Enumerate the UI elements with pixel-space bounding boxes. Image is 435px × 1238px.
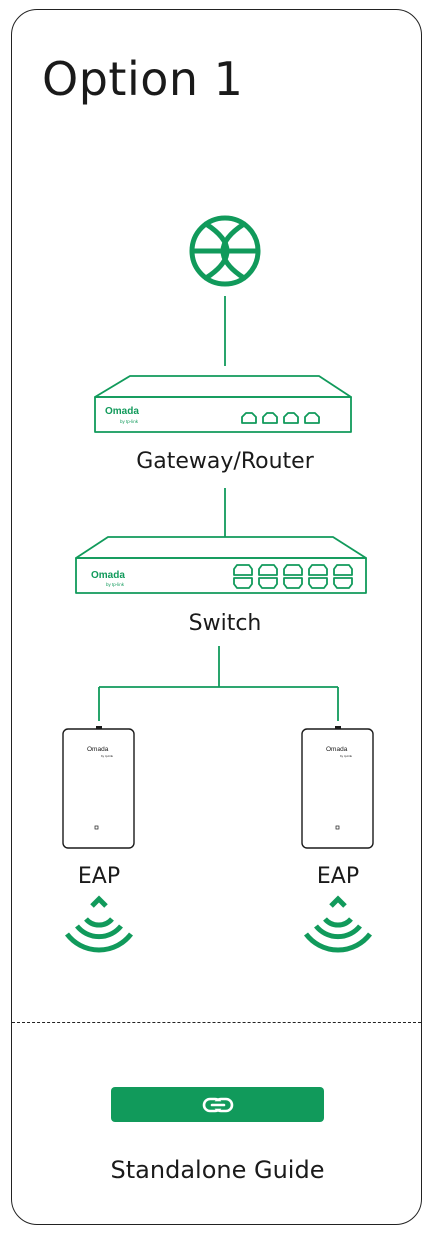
- network-diagram: Omada by tp-link Omada by tp-link: [62, 215, 374, 953]
- standalone-guide-button[interactable]: [111, 1087, 324, 1122]
- option-title: Option 1: [42, 52, 244, 106]
- eap-2-brand-sub: by tp-link: [340, 754, 353, 758]
- section-divider: [12, 1022, 421, 1023]
- switch-device: [75, 536, 367, 594]
- gateway-brand-sub: by tp-link: [120, 419, 139, 424]
- link-switch-eaps: [98, 646, 339, 721]
- gateway-ports: [241, 412, 320, 424]
- eap-1-brand: Omada: [87, 746, 109, 753]
- eap-device-1: [62, 726, 135, 849]
- switch-ports: [233, 564, 353, 589]
- eap-2-label: EAP: [316, 864, 360, 889]
- eap-1-label: EAP: [77, 864, 121, 889]
- gateway-label: Gateway/Router: [136, 449, 314, 474]
- switch-brand: Omada: [91, 570, 125, 581]
- eap-device-2: [301, 726, 374, 849]
- option-card: [11, 9, 422, 1225]
- eap-1-brand-sub: by tp-link: [101, 754, 114, 758]
- wifi-icon: [304, 895, 372, 953]
- wifi-icon: [65, 895, 133, 953]
- gateway-device: [94, 375, 352, 433]
- link-icon: [202, 1097, 233, 1112]
- switch-label: Switch: [188, 611, 262, 636]
- gateway-brand: Omada: [105, 406, 139, 417]
- globe-icon: [189, 215, 261, 287]
- standalone-guide-label[interactable]: Standalone Guide: [110, 1156, 325, 1184]
- eap-2-brand: Omada: [326, 746, 348, 753]
- switch-brand-sub: by tp-link: [106, 582, 125, 587]
